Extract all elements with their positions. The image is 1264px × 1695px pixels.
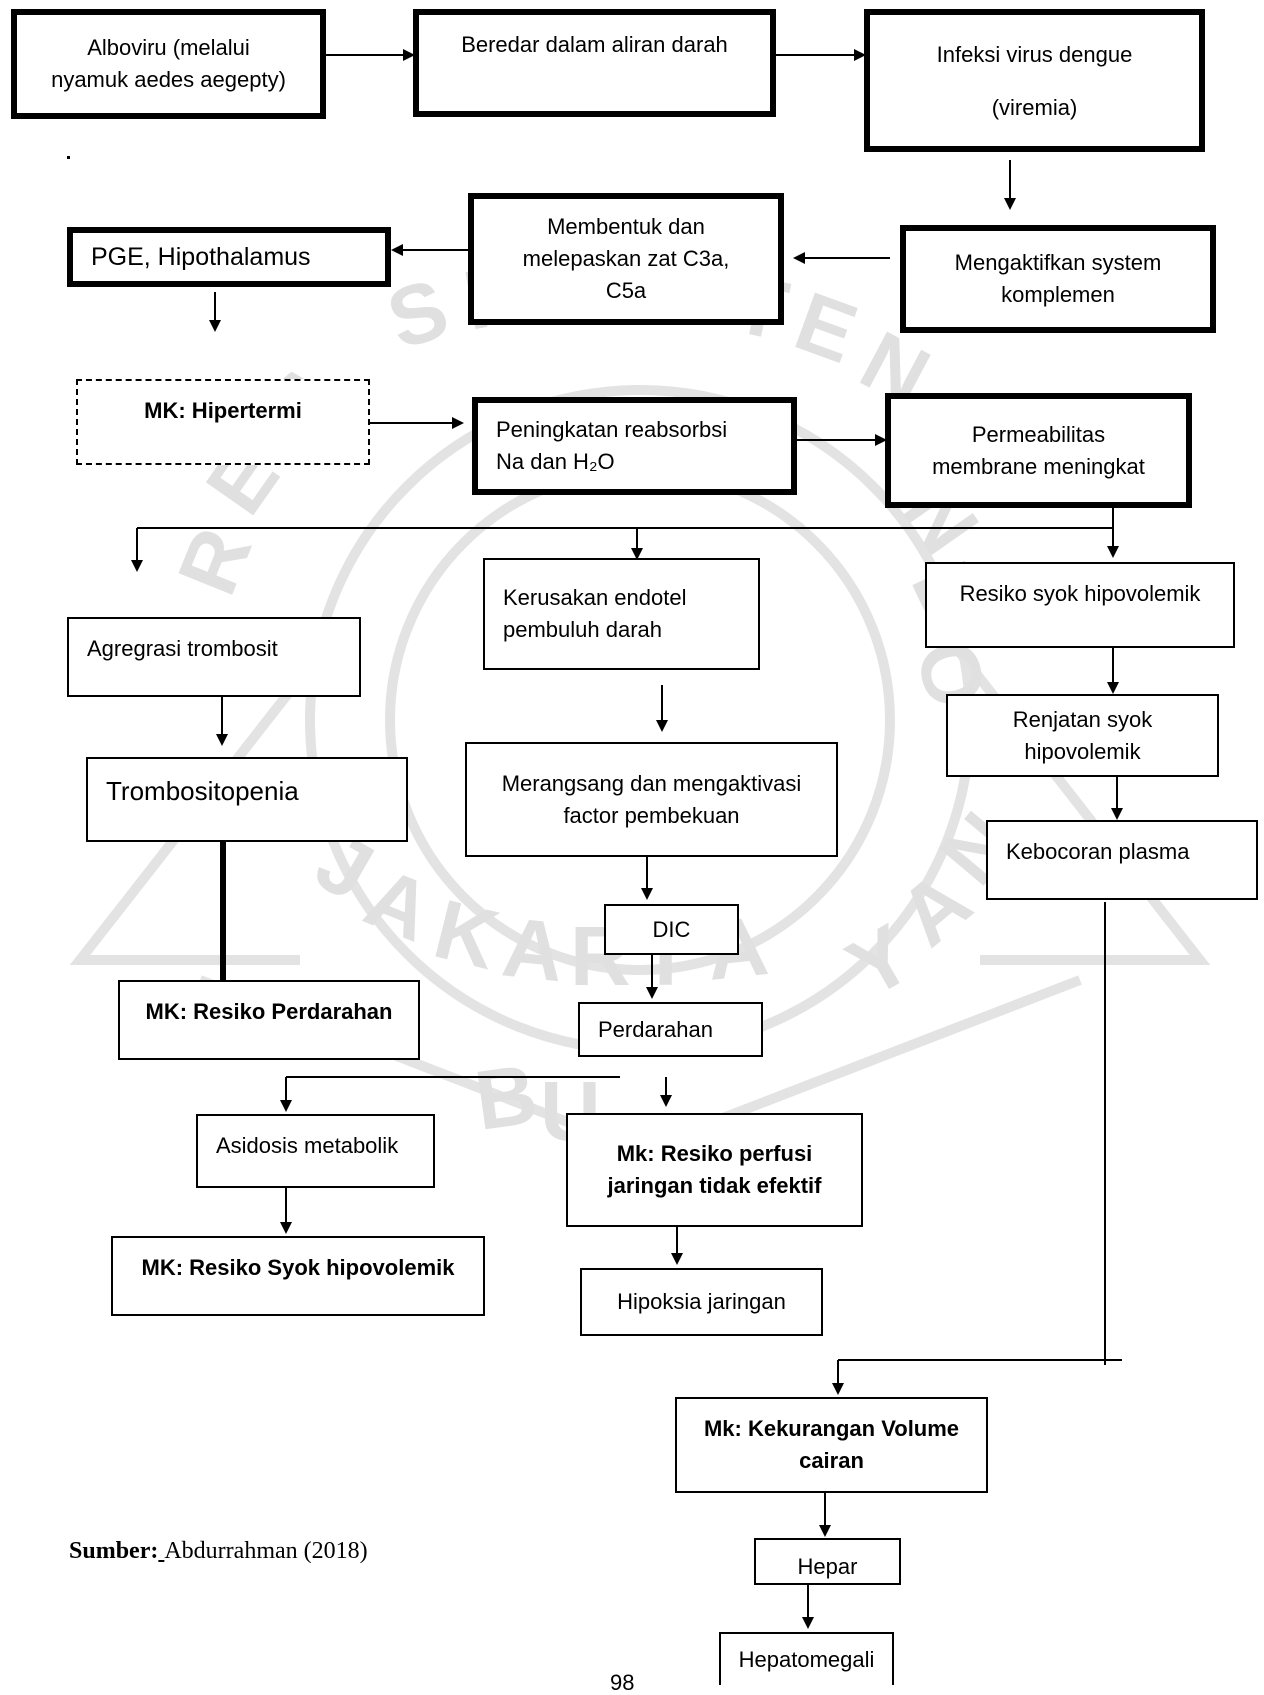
node-asidosis-metabolik: Asidosis metabolik bbox=[196, 1114, 435, 1188]
node-text: pembuluh darah bbox=[503, 617, 663, 642]
node-mk-resiko-perfusi: Mk: Resiko perfusi jaringan tidak efekti… bbox=[566, 1113, 863, 1227]
node-renjatan-syok: Renjatan syok hipovolemik bbox=[946, 694, 1219, 777]
node-text: Renjatan syok bbox=[1012, 706, 1153, 732]
node-pge-hipothalamus: PGE, Hipothalamus bbox=[67, 227, 391, 287]
node-trombositopenia: Trombositopenia bbox=[86, 757, 408, 842]
node-kerusakan-endotel: Kerusakan endotel pembuluh darah bbox=[483, 558, 760, 670]
node-text: Mk: Resiko perfusi bbox=[616, 1141, 813, 1167]
node-perdarahan: Perdarahan bbox=[578, 1002, 763, 1057]
node-beredar: Beredar dalam aliran darah bbox=[413, 9, 776, 117]
node-text: Na dan H₂O bbox=[496, 449, 615, 474]
node-text: Permeabilitas bbox=[971, 421, 1106, 447]
stray-dot bbox=[67, 156, 70, 159]
node-text: factor pembekuan bbox=[563, 802, 740, 828]
node-mk-resiko-perdarahan: MK: Resiko Perdarahan bbox=[118, 980, 420, 1060]
node-text: jaringan tidak efektif bbox=[607, 1173, 822, 1198]
node-permeabilitas-membrane: Permeabilitas membrane meningkat bbox=[885, 393, 1192, 508]
source-label: Sumber: bbox=[69, 1538, 159, 1564]
node-kebocoran-plasma: Kebocoran plasma bbox=[986, 820, 1258, 900]
node-dic: DIC bbox=[604, 904, 739, 955]
node-text: PGE, Hipothalamus bbox=[91, 242, 311, 271]
node-text: Resiko syok hipovolemik bbox=[959, 581, 1201, 606]
node-infeksi: Infeksi virus dengue (viremia) bbox=[864, 9, 1205, 152]
node-text: Trombositopenia bbox=[106, 776, 299, 806]
node-text: hipovolemik bbox=[1024, 738, 1141, 764]
node-text: Membentuk dan bbox=[547, 214, 705, 240]
node-hepar: Hepar bbox=[754, 1538, 901, 1585]
source-text: Abdurrahman (2018) bbox=[164, 1538, 368, 1564]
node-text: Infeksi virus dengue bbox=[936, 42, 1133, 67]
node-text: melepaskan zat C3a, bbox=[522, 246, 730, 272]
node-merangsang-faktor-pembekuan: Merangsang dan mengaktivasi factor pembe… bbox=[465, 742, 838, 857]
node-alboviru: Alboviru (melalui nyamuk aedes aegepty) bbox=[11, 9, 326, 119]
node-text: MK: Resiko Perdarahan bbox=[145, 999, 393, 1024]
node-agregrasi-trombosit: Agregrasi trombosit bbox=[67, 617, 361, 697]
node-resiko-syok-hipovolemik: Resiko syok hipovolemik bbox=[925, 562, 1235, 648]
node-text: MK: Hipertermi bbox=[144, 398, 302, 423]
node-text: Merangsang dan mengaktivasi bbox=[501, 770, 802, 796]
node-hipoksia-jaringan: Hipoksia jaringan bbox=[580, 1268, 823, 1336]
node-text: Kerusakan endotel bbox=[503, 585, 687, 611]
page-number: 98 bbox=[610, 1670, 635, 1695]
node-mk-resiko-syok-hipovolemik: MK: Resiko Syok hipovolemik bbox=[111, 1236, 485, 1316]
node-text: Hipoksia jaringan bbox=[617, 1289, 786, 1315]
node-text: Alboviru (melalui bbox=[87, 35, 250, 61]
node-membentuk-c3a-c5a: Membentuk dan melepaskan zat C3a, C5a bbox=[468, 193, 784, 325]
node-text: Hepar bbox=[797, 1554, 858, 1580]
node-text: Beredar dalam aliran darah bbox=[461, 32, 728, 57]
node-mk-hipertermi: MK: Hipertermi bbox=[76, 379, 370, 465]
node-text: Mk: Kekurangan Volume bbox=[703, 1416, 960, 1442]
source-caption: Sumber: Abdurrahman (2018) bbox=[69, 1538, 368, 1565]
node-text: nyamuk aedes aegepty) bbox=[51, 67, 286, 92]
node-text: Perdarahan bbox=[598, 1016, 713, 1042]
node-text: cairan bbox=[799, 1448, 864, 1473]
node-text: membrane meningkat bbox=[932, 453, 1145, 479]
node-text: Asidosis metabolik bbox=[216, 1133, 399, 1158]
node-text: Peningkatan reabsorbsi bbox=[496, 417, 728, 443]
node-text: Agregrasi trombosit bbox=[87, 636, 278, 661]
node-text: Kebocoran plasma bbox=[1006, 839, 1190, 864]
node-text: MK: Resiko Syok hipovolemik bbox=[141, 1255, 455, 1280]
node-text: Mengaktifkan system bbox=[954, 250, 1162, 276]
node-text: Hepatomegali bbox=[738, 1646, 875, 1672]
node-peningkatan-reabsorbsi: Peningkatan reabsorbsi Na dan H₂O bbox=[472, 397, 797, 495]
node-text: komplemen bbox=[1001, 282, 1115, 307]
node-mk-kekurangan-volume-cairan: Mk: Kekurangan Volume cairan bbox=[675, 1397, 988, 1493]
node-hepatomegali: Hepatomegali bbox=[719, 1632, 894, 1685]
node-text: (viremia) bbox=[991, 94, 1078, 120]
node-mengaktifkan-komplemen: Mengaktifkan system komplemen bbox=[900, 225, 1216, 333]
node-text: DIC bbox=[652, 916, 691, 942]
node-text: C5a bbox=[605, 277, 647, 303]
